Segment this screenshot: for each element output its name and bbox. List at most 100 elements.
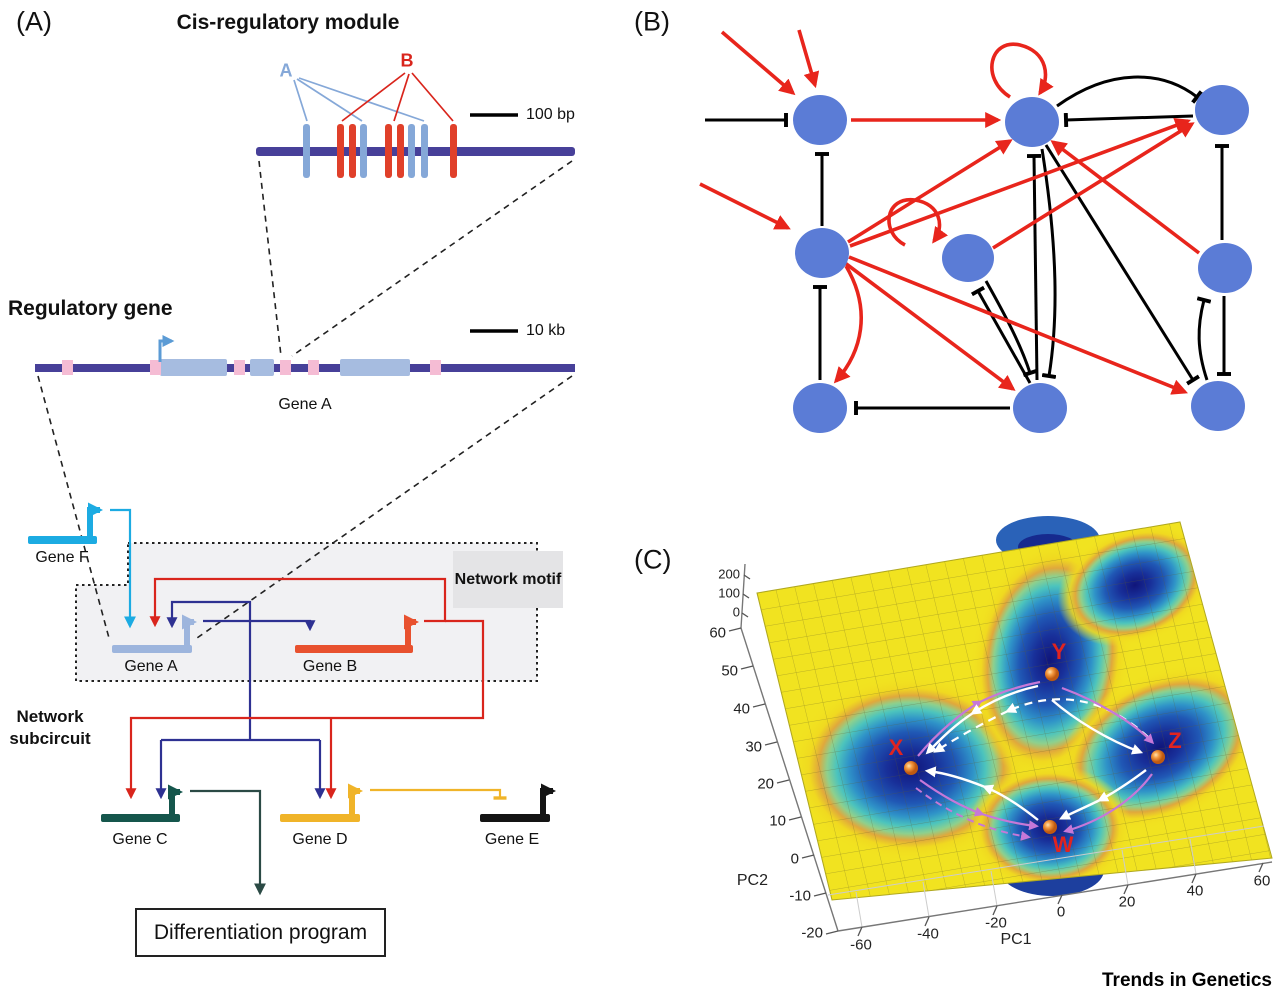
gene-regulatory-marks bbox=[62, 360, 441, 375]
node-1 bbox=[793, 95, 847, 145]
traj-x-to-y-2 bbox=[979, 680, 1041, 703]
scale-100bp-label: 100 bp bbox=[526, 106, 575, 123]
gene-b-to-gene-c bbox=[125, 619, 485, 800]
scale-10kb-label: 10 kb bbox=[526, 322, 566, 339]
pc1-axis-label: PC1 bbox=[1000, 931, 1032, 948]
gene-f-promoter-arrow bbox=[87, 502, 103, 538]
pc2-axis-label: PC2 bbox=[736, 872, 768, 889]
pc2-tick-20: 20 bbox=[757, 775, 774, 793]
node-3 bbox=[1195, 85, 1249, 135]
axes bbox=[728, 563, 1273, 937]
gene-b-promoter-arrow bbox=[404, 614, 419, 645]
pc1-tick-0: 0 bbox=[1056, 903, 1066, 921]
pc1-tick-60: 60 bbox=[1253, 872, 1271, 890]
pc2-tick-60: 60 bbox=[709, 624, 726, 642]
pc1-tick-neg60: -60 bbox=[850, 936, 872, 954]
traj-y-to-x-1 bbox=[970, 684, 1039, 715]
gene-d-bar bbox=[280, 814, 360, 822]
gene-a-motif-label: Gene A bbox=[124, 658, 178, 675]
attractor-z-label: Z bbox=[1168, 728, 1182, 753]
attractor-y-label: Y bbox=[1051, 639, 1067, 664]
pc1-tick-marks bbox=[857, 862, 1264, 937]
gene-dna-line bbox=[35, 364, 575, 372]
crm-title: Cis-regulatory module bbox=[176, 11, 400, 34]
pc1-tick-neg40: -40 bbox=[917, 925, 939, 943]
gene-a-to-gene-b bbox=[203, 619, 316, 632]
traj-z-to-x-dashed-2 bbox=[933, 710, 1009, 753]
panel-a-graphics bbox=[28, 72, 575, 896]
tf-a-pointer-lines bbox=[293, 77, 425, 122]
z-tick-marks bbox=[741, 574, 751, 618]
gene-c-bar bbox=[101, 814, 180, 822]
gene-d-promoter-arrow bbox=[348, 783, 363, 814]
traj-y-to-x-2 bbox=[925, 711, 974, 755]
traj-w-to-x-2 bbox=[924, 766, 986, 789]
ball-y bbox=[1045, 667, 1059, 681]
gene-f-bar bbox=[28, 536, 97, 544]
crm-dna-bar bbox=[256, 147, 575, 156]
z-tick-100: 100 bbox=[718, 585, 740, 601]
node-8 bbox=[1013, 383, 1067, 433]
gene-a-autoregulation bbox=[166, 600, 252, 629]
traj-w-to-x-1 bbox=[981, 784, 1039, 821]
gene-e-label: Gene E bbox=[484, 831, 540, 848]
panel-b-label: (B) bbox=[634, 6, 670, 37]
traj-x-to-w-dashed bbox=[915, 787, 1031, 841]
network-subcircuit-label: Network subcircuit bbox=[9, 707, 91, 749]
tss-arrow bbox=[158, 335, 175, 362]
tf-a-label: A bbox=[279, 60, 293, 81]
gene-a-bar bbox=[112, 645, 192, 653]
zoom-dashed-lines bbox=[37, 160, 573, 639]
landscape-mesh bbox=[756, 521, 1273, 901]
gene-f-label: Gene F bbox=[35, 549, 89, 566]
attractor-x-label: X bbox=[888, 735, 904, 760]
traj-z-to-w-2 bbox=[1059, 798, 1101, 820]
gene-b-label: Gene B bbox=[302, 658, 358, 675]
gene-e-promoter-arrow bbox=[540, 783, 556, 814]
traj-y-to-z-magenta bbox=[1061, 686, 1155, 745]
gene-d-label: Gene D bbox=[292, 831, 348, 848]
repression-edges bbox=[705, 75, 1231, 415]
node-4 bbox=[795, 228, 849, 278]
traj-z-to-w-magenta bbox=[1063, 773, 1153, 834]
attractor-w-label: W bbox=[1052, 832, 1074, 857]
gene-e-bar bbox=[480, 814, 550, 822]
node-6 bbox=[1198, 243, 1252, 293]
z-axis bbox=[740, 563, 746, 629]
pc2-tick-10: 10 bbox=[769, 812, 786, 830]
pc2-tick-marks bbox=[728, 627, 839, 935]
ball-w bbox=[1043, 820, 1057, 834]
gene-c-to-differentiation bbox=[190, 789, 266, 896]
pc1-tick-neg20: -20 bbox=[985, 914, 1007, 932]
tf-b-label: B bbox=[400, 50, 414, 71]
panel-c-label: (C) bbox=[634, 544, 672, 575]
panel-a-label: (A) bbox=[16, 6, 52, 37]
journal-footer: Trends in Genetics bbox=[1102, 970, 1272, 991]
network-motif-label-box: Network motif bbox=[453, 551, 563, 608]
ball-z bbox=[1151, 750, 1165, 764]
pc2-tick-neg10: -10 bbox=[789, 887, 811, 905]
node-2 bbox=[1005, 97, 1059, 147]
gene-c-promoter-arrow bbox=[168, 784, 183, 814]
pc1-tick-20: 20 bbox=[1118, 893, 1136, 911]
node-9 bbox=[1191, 381, 1245, 431]
pc2-tick-0: 0 bbox=[790, 850, 799, 868]
activation-edges bbox=[699, 29, 1201, 395]
pc1-tick-40: 40 bbox=[1186, 882, 1204, 900]
gene-b-bar bbox=[295, 645, 413, 653]
gene-a-promoter-arrow bbox=[182, 614, 197, 645]
differentiation-program-box: Differentiation program bbox=[135, 908, 386, 957]
pc1-axis bbox=[837, 861, 1273, 932]
traj-z-to-w-1 bbox=[1097, 769, 1147, 802]
gene-f-to-gene-a bbox=[110, 508, 136, 629]
z-tick-200: 200 bbox=[718, 566, 740, 582]
z-tick-0: 0 bbox=[732, 604, 740, 620]
gene-b-feedback-to-gene-a bbox=[149, 577, 447, 628]
traj-y-to-z-white bbox=[1051, 699, 1144, 755]
gene-a-label: Gene A bbox=[278, 396, 332, 413]
trajectories bbox=[915, 680, 1155, 841]
tf-b-pointer-lines bbox=[341, 72, 454, 122]
attractor-balls bbox=[904, 667, 1165, 834]
